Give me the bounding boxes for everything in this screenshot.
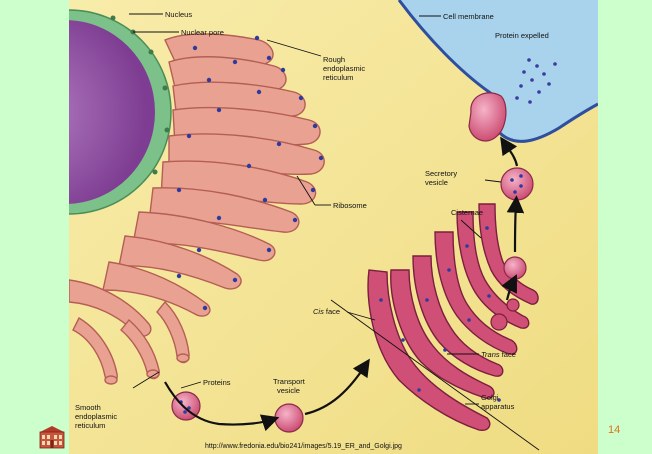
transport-vesicle xyxy=(275,404,303,432)
label-rough-er-2: endoplasmic xyxy=(323,64,365,73)
label-rough-er-1: Rough xyxy=(323,55,345,64)
university-building-logo xyxy=(36,424,68,450)
migrating-vesicle xyxy=(504,257,526,279)
label-smooth-er-3: reticulum xyxy=(75,421,105,430)
secretory-vesicle xyxy=(501,168,533,200)
label-transport-vesicle-2: vesicle xyxy=(277,386,300,395)
budding-vesicle xyxy=(491,314,507,330)
source-url: http://www.fredonia.edu/bio241/images/5.… xyxy=(205,443,402,450)
label-proteins: Proteins xyxy=(203,378,231,387)
label-secretory-vesicle-1: Secretory xyxy=(425,169,457,178)
label-transport-vesicle-1: Transport xyxy=(273,377,306,386)
page-number: 14 xyxy=(608,424,620,436)
label-rough-er-3: reticulum xyxy=(323,73,353,82)
label-nucleus: Nucleus xyxy=(165,10,192,19)
label-nuclear-pore: Nuclear pore xyxy=(181,28,224,37)
label-protein-expelled: Protein expelled xyxy=(495,31,549,40)
label-golgi-1: Golgi xyxy=(481,393,499,402)
label-cisternae: Cisternae xyxy=(451,208,483,217)
label-cell-membrane: Cell membrane xyxy=(443,12,494,21)
er-golgi-illustration: Nucleus Nuclear pore Rough endoplasmic r… xyxy=(69,0,598,454)
label-golgi-2: apparatus xyxy=(481,402,515,411)
label-ribosome: Ribosome xyxy=(333,201,367,210)
label-smooth-er-1: Smooth xyxy=(75,403,101,412)
label-cis-face: Cis face xyxy=(313,307,340,316)
budding-vesicle-small xyxy=(507,299,519,311)
label-secretory-vesicle-2: vesicle xyxy=(425,178,448,187)
label-smooth-er-2: endoplasmic xyxy=(75,412,117,421)
label-trans-face: Trans face xyxy=(481,350,516,359)
